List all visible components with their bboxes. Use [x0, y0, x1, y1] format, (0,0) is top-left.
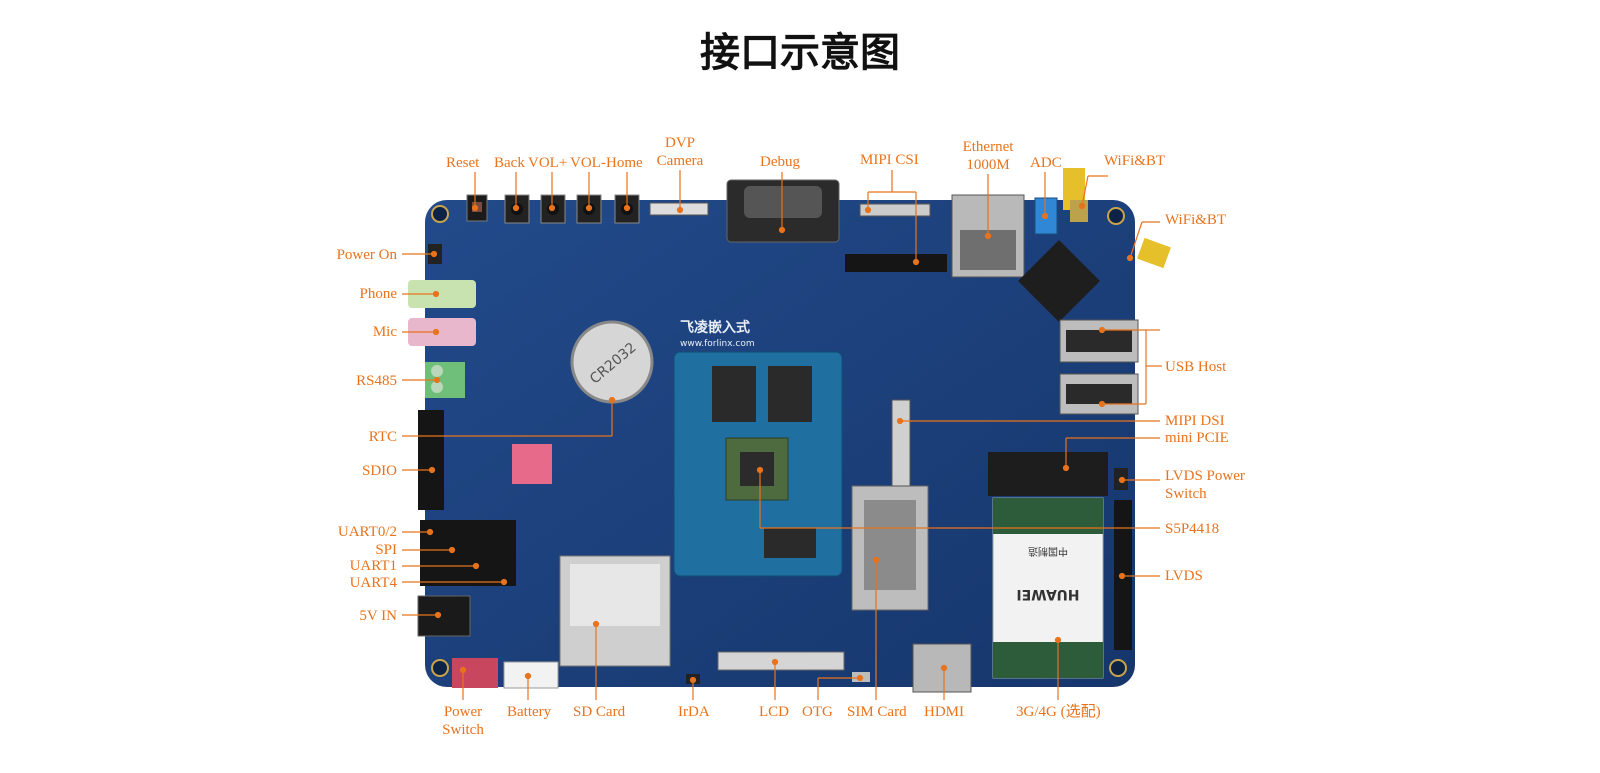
- label-sdio: SDIO: [361, 463, 397, 479]
- phone-jack: [408, 280, 476, 308]
- pin-header: [845, 254, 947, 272]
- label-mic: Mic: [372, 324, 397, 340]
- label-uart4: UART4: [349, 575, 397, 591]
- lcd-connector: [717, 651, 845, 671]
- module-cn: 中国制造: [1028, 545, 1068, 558]
- battery-connector: [503, 661, 559, 689]
- label-power-on: Power On: [336, 247, 397, 263]
- label-mipi-dsi: MIPI DSI: [1165, 413, 1225, 429]
- label-irda: IrDA: [678, 704, 710, 720]
- label-otg: OTG: [802, 704, 833, 720]
- mount-hole: [1109, 659, 1127, 677]
- power-switch: [452, 658, 498, 688]
- mount-hole: [431, 205, 449, 223]
- wifi-antenna-right: [1137, 237, 1171, 269]
- label-sim-card: SIM Card: [847, 704, 907, 720]
- label-home: Home: [606, 155, 643, 171]
- label-mini-pcie: mini PCIE: [1165, 430, 1229, 446]
- label-lcd: LCD: [759, 704, 789, 720]
- label-rtc: RTC: [368, 429, 397, 445]
- label-sd-card: SD Card: [573, 704, 626, 720]
- label-adc: ADC: [1030, 155, 1062, 171]
- label-vol-up: VOL+: [528, 155, 568, 171]
- mount-hole: [431, 659, 449, 677]
- label-uart0-2: UART0/2: [337, 524, 397, 540]
- label-lvds: LVDS: [1165, 568, 1203, 584]
- label-rs485: RS485: [356, 373, 397, 389]
- label-debug: Debug: [760, 154, 800, 170]
- sdio-header: [418, 410, 444, 510]
- label-5v-in: 5V IN: [359, 608, 397, 624]
- mount-hole: [1107, 207, 1125, 225]
- mipi-dsi-connector: [891, 399, 911, 487]
- dip-switch: [512, 444, 552, 484]
- wifi-antenna-top: [1063, 168, 1085, 210]
- label-s5p4418: S5P4418: [1165, 521, 1220, 537]
- module-brand: HUAWEI: [1016, 586, 1079, 602]
- website-text: www.forlinx.com: [680, 339, 755, 349]
- label-wifi-bt-top: WiFi&BT: [1104, 153, 1166, 169]
- label-uart1: UART1: [349, 558, 397, 574]
- label-spi: SPI: [375, 542, 397, 558]
- label-battery: Battery: [507, 704, 552, 720]
- label-mipi-csi: MIPI CSI: [860, 152, 919, 168]
- label-wifi-bt-right: WiFi&BT: [1165, 212, 1227, 228]
- leader-lines: [402, 170, 1162, 700]
- uart-headers: [420, 520, 516, 586]
- page-title: 接口示意图: [700, 30, 900, 76]
- label-hdmi: HDMI: [924, 704, 964, 720]
- brand-text: 飞凌嵌入式: [680, 319, 750, 336]
- label-usb-host: USB Host: [1165, 359, 1227, 375]
- label-phone: Phone: [359, 286, 398, 302]
- mini-pcie-slot: [988, 452, 1108, 496]
- mipi-csi-connector: [859, 203, 931, 217]
- label-3g4g: 3G/4G (选配): [1016, 704, 1101, 720]
- label-vol-down: VOL-: [570, 155, 606, 171]
- label-reset: Reset: [446, 155, 480, 171]
- label-back: Back: [494, 155, 525, 171]
- mic-jack: [408, 318, 476, 346]
- dc-jack: [417, 595, 471, 637]
